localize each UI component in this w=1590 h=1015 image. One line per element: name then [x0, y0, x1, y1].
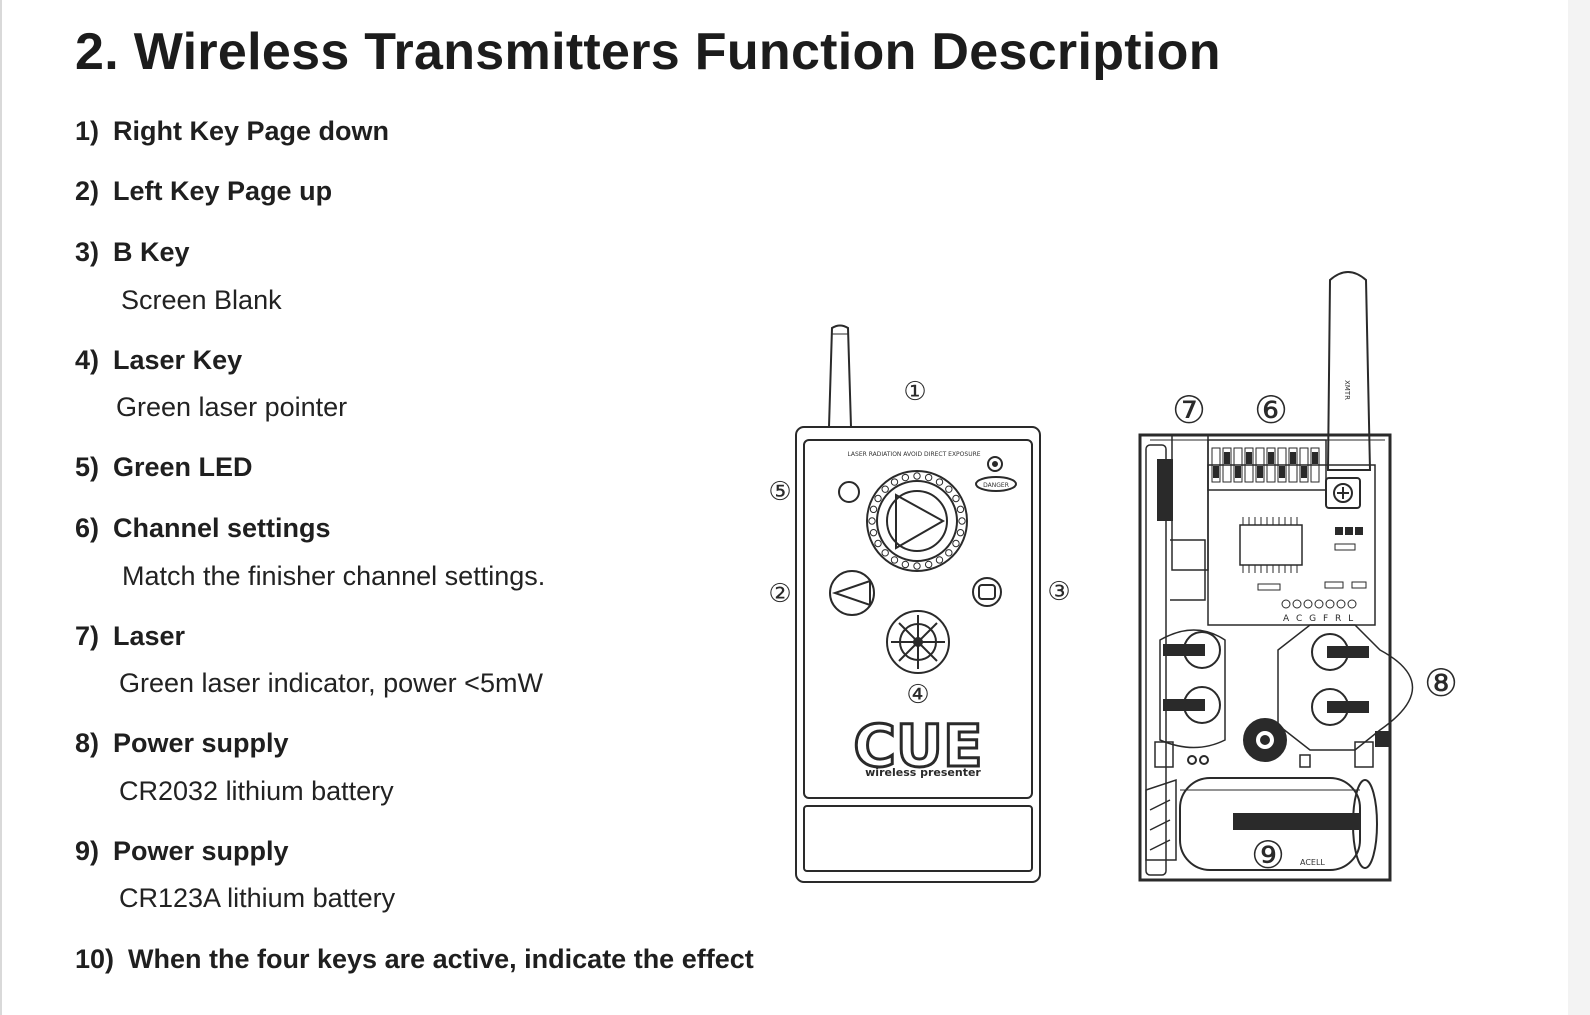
left-key: [829, 570, 875, 616]
item-label: Power supply: [113, 836, 289, 866]
laser-warning-text: LASER RADIATION AVOID DIRECT EXPOSURE: [847, 451, 980, 458]
callout-3: ③: [1047, 577, 1070, 607]
svg-text:ACELL: ACELL: [1300, 858, 1325, 867]
svg-text:XMTR: XMTR: [1343, 380, 1351, 400]
callout-1: ①: [903, 377, 926, 407]
item-label: Green LED: [113, 452, 253, 482]
callout-6: ⑥: [1254, 388, 1288, 432]
item-number: 7): [75, 621, 100, 651]
callout-2: ②: [768, 579, 791, 609]
transmitter-front-view: LASER RADIATION AVOID DIRECT EXPOSURE DA…: [795, 324, 1041, 883]
item-number: 2): [75, 176, 100, 206]
danger-label: DANGER: [983, 482, 1009, 489]
callout-4: ④: [906, 680, 929, 710]
list-item: 3) B Key: [75, 237, 190, 268]
green-led: [838, 481, 860, 503]
page-title: 2. Wireless Transmitters Function Descri…: [75, 23, 1221, 81]
item-number: 4): [75, 345, 100, 375]
list-item: 8) Power supply: [75, 728, 289, 759]
logo-subtitle: wireless presenter: [865, 766, 981, 779]
page-right-margin: [1568, 0, 1590, 1015]
list-item: 7) Laser: [75, 621, 185, 652]
list-item: 6) Channel settings: [75, 513, 331, 544]
item-number: 10): [75, 944, 115, 974]
item-label: Left Key Page up: [113, 176, 333, 206]
item-label: Laser Key: [113, 345, 243, 375]
dip-switch: [1207, 439, 1327, 491]
cr123a-battery: ACELL: [1145, 777, 1378, 871]
item-description: CR123A lithium battery: [119, 883, 396, 913]
callout-8: ⑧: [1424, 661, 1458, 705]
item-label: B Key: [113, 237, 190, 267]
item-description: CR2032 lithium battery: [119, 776, 394, 806]
page-left-border: [0, 0, 2, 1015]
list-item: 10) When the four keys are active, indica…: [75, 944, 754, 975]
item-label: Power supply: [113, 728, 289, 758]
item-description: Green laser pointer: [116, 392, 348, 422]
item-label: When the four keys are active, indicate …: [128, 944, 754, 974]
item-number: 5): [75, 452, 100, 482]
callout-7: ⑦: [1172, 388, 1206, 432]
item-number: 8): [75, 728, 100, 758]
b-key: [972, 577, 1002, 607]
callout-5: ⑤: [768, 477, 791, 507]
laser-key: [886, 610, 950, 674]
cue-logo: CUE: [853, 712, 982, 780]
item-description: Screen Blank: [121, 285, 282, 315]
list-item: 9) Power supply: [75, 836, 289, 867]
item-description: Match the finisher channel settings.: [122, 561, 546, 591]
item-label: Channel settings: [113, 513, 331, 543]
item-number: 3): [75, 237, 100, 267]
list-item: 1) Right Key Page down: [75, 116, 389, 147]
list-item: 4) Laser Key: [75, 345, 242, 376]
board-labels: A C G F R L: [1283, 614, 1355, 624]
item-number: 9): [75, 836, 100, 866]
item-number: 1): [75, 116, 100, 146]
callout-9: ⑨: [1251, 833, 1285, 877]
list-item: 5) Green LED: [75, 452, 253, 483]
right-key: [866, 470, 968, 572]
list-item: 2) Left Key Page up: [75, 176, 332, 207]
transmitter-back-view: XMTR A C G F R L: [1138, 271, 1414, 882]
item-description: Green laser indicator, power <5mW: [119, 668, 543, 698]
item-number: 6): [75, 513, 100, 543]
item-label: Laser: [113, 621, 186, 651]
item-label: Right Key Page down: [113, 116, 390, 146]
coin-battery-holder: [1159, 624, 1414, 762]
laser-module: [1171, 434, 1209, 571]
